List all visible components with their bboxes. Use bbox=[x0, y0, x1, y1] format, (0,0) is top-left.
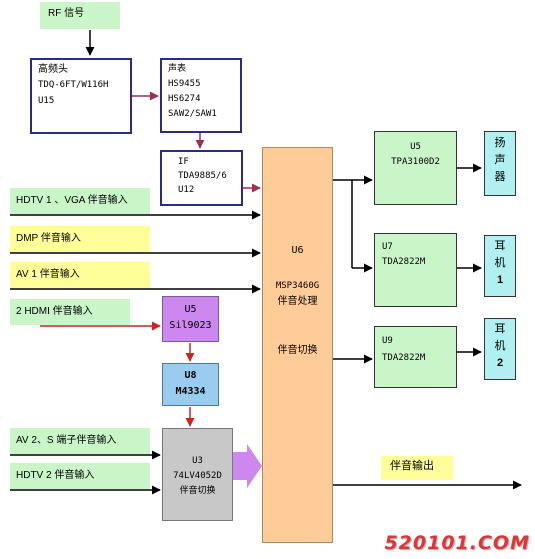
headphone2-amp-line-2: TDA2822M bbox=[382, 353, 426, 363]
input-hdmi2: 2 HDMI 伴音输入 bbox=[10, 299, 130, 325]
saw-line-1: 声表 bbox=[168, 64, 187, 74]
headphone2-char-1: 耳 bbox=[494, 323, 506, 335]
headphone1-amp-box: U7 TDA2822M bbox=[374, 233, 457, 307]
if-line-3: U12 bbox=[178, 185, 195, 195]
input-hdtv2-label: HDTV 2 伴音输入 bbox=[16, 470, 95, 481]
sil9023-box: U5 Sil9023 bbox=[162, 296, 219, 342]
saw-line-2: HS9455 bbox=[168, 79, 201, 89]
if-line-2: TDA9885/6 bbox=[178, 171, 227, 181]
input-hdtv1-vga-label: HDTV 1 、VGA 伴音输入 bbox=[16, 195, 128, 206]
watermark-logo: 520101.COM bbox=[345, 534, 530, 556]
speaker-char-2: 声 bbox=[494, 154, 506, 166]
input-dmp: DMP 伴音输入 bbox=[10, 226, 150, 252]
headphone1-amp-line-1: U7 bbox=[382, 242, 393, 252]
mux-line-3: 伴音切换 bbox=[179, 486, 216, 496]
saw-filter-box: 声表 HS9455 HS6274 SAW2/SAW1 bbox=[160, 58, 242, 133]
m4334-line-2: M4334 bbox=[175, 386, 206, 397]
headphone1-char-2: 机 bbox=[494, 257, 506, 269]
speaker-amp-line-2: TPA3100D2 bbox=[391, 157, 440, 167]
tuner-line-1: 高频头 bbox=[38, 64, 68, 75]
mux-box: U3 74LV4052D 伴音切换 bbox=[162, 428, 233, 521]
tuner-line-3: U15 bbox=[38, 96, 55, 106]
headphone1-char-3: 1 bbox=[496, 274, 504, 286]
input-hdtv2: HDTV 2 伴音输入 bbox=[10, 463, 150, 489]
saw-line-4: SAW2/SAW1 bbox=[168, 109, 217, 119]
rf-signal-label: RF 信号 bbox=[48, 8, 85, 19]
sil9023-line-2: Sil9023 bbox=[169, 320, 212, 331]
processor-line-4: 伴音切换 bbox=[277, 345, 318, 356]
audio-output-label: 伴音输出 bbox=[390, 460, 434, 472]
input-hdmi2-label: 2 HDMI 伴音输入 bbox=[16, 306, 93, 317]
input-dmp-label: DMP 伴音输入 bbox=[16, 233, 81, 244]
m4334-line-1: U8 bbox=[184, 370, 197, 381]
headphone2-amp-line-1: U9 bbox=[382, 336, 393, 346]
processor-line-1: U6 bbox=[291, 245, 304, 256]
speaker-amp-box: U5 TPA3100D2 bbox=[374, 131, 457, 205]
headphone2-box: 耳 机 2 bbox=[484, 318, 516, 380]
input-av2-s-label: AV 2、S 端子伴音输入 bbox=[16, 435, 117, 446]
speaker-char-1: 扬 bbox=[494, 137, 506, 149]
processor-box: U6 MSP3460G 伴音处理 伴音切换 bbox=[262, 147, 333, 543]
if-box: IF TDA9885/6 U12 bbox=[160, 150, 243, 206]
speaker-char-3: 器 bbox=[494, 171, 506, 183]
headphone1-char-1: 耳 bbox=[494, 240, 506, 252]
speaker-amp-line-1: U5 bbox=[410, 142, 421, 152]
headphone2-char-2: 机 bbox=[494, 340, 506, 352]
tuner-line-2: TDQ-6FT/W116H bbox=[38, 80, 109, 90]
m4334-box: U8 M4334 bbox=[162, 363, 219, 406]
sil9023-line-1: U5 bbox=[184, 304, 197, 315]
input-hdtv1-vga: HDTV 1 、VGA 伴音输入 bbox=[10, 188, 150, 214]
processor-line-2: MSP3460G bbox=[275, 281, 320, 291]
headphone1-box: 耳 机 1 bbox=[484, 235, 516, 297]
mux-line-1: U3 bbox=[192, 456, 203, 466]
processor-line-3: 伴音处理 bbox=[277, 296, 318, 307]
wire-processor-to-bus bbox=[333, 179, 353, 268]
audio-output-box: 伴音输出 bbox=[381, 456, 453, 480]
input-av1-label: AV 1 伴音输入 bbox=[16, 269, 80, 280]
headphone1-amp-line-2: TDA2822M bbox=[382, 257, 426, 267]
wire-mux-to-processor bbox=[233, 444, 262, 488]
mux-line-2: 74LV4052D bbox=[173, 471, 222, 481]
tuner-box: 高频头 TDQ-6FT/W116H U15 bbox=[30, 58, 132, 134]
input-av2-s: AV 2、S 端子伴音输入 bbox=[10, 428, 150, 454]
headphone2-char-3: 2 bbox=[496, 357, 504, 369]
saw-line-3: HS6274 bbox=[168, 94, 201, 104]
speaker-box: 扬 声 器 bbox=[484, 131, 516, 196]
rf-signal-box: RF 信号 bbox=[40, 2, 120, 29]
headphone2-amp-box: U9 TDA2822M bbox=[374, 326, 457, 388]
input-av1: AV 1 伴音输入 bbox=[10, 262, 150, 288]
if-line-1: IF bbox=[178, 157, 189, 167]
watermark-text: 520101.COM bbox=[384, 532, 530, 554]
